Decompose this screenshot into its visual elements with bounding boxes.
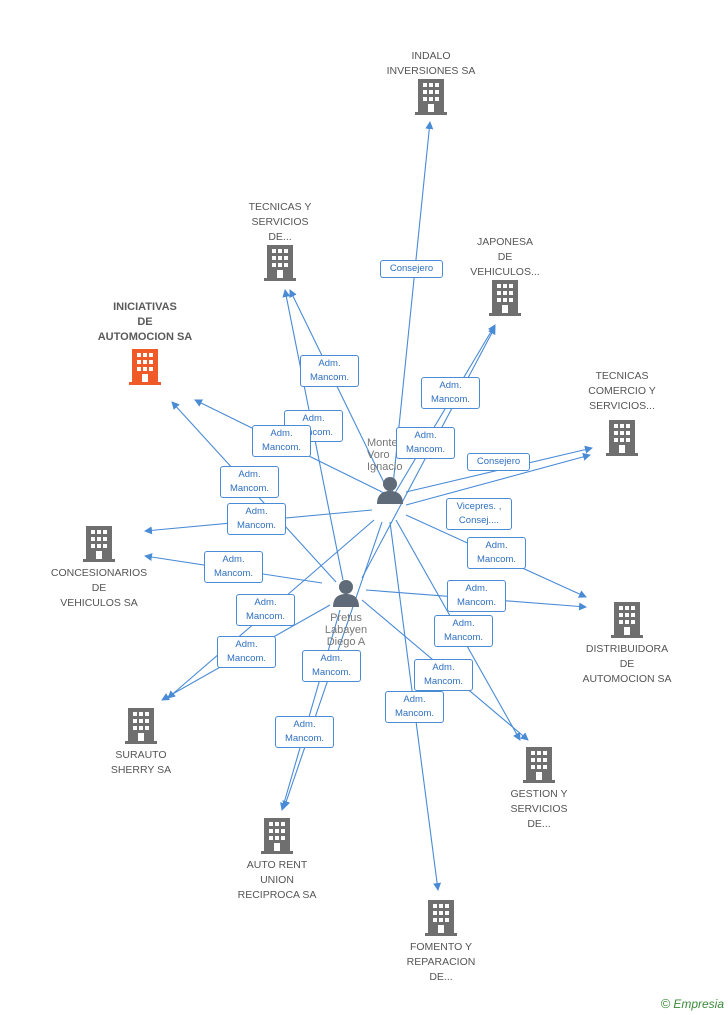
company-iniciativas-focus[interactable]: INICIATIVAS DE AUTOMOCION SA [80,300,210,385]
company-label: JAPONESA DE VEHICULOS... [470,236,540,278]
relation-label[interactable]: Adm. Mancom. [421,377,480,409]
building-icon [264,245,296,281]
building-icon [606,420,638,456]
company-label: CONCESIONARIOS DE VEHICULOS SA [50,567,148,609]
company-label: AUTO RENT UNION RECIPROCA SA [237,859,317,901]
relation-label[interactable]: Adm. Mancom. [302,650,361,682]
relation-label[interactable]: Adm. Mancom. [414,659,473,691]
company-gestion[interactable]: GESTION Y SERVICIOS DE... [474,747,604,832]
company-label: GESTION Y SERVICIOS DE... [510,788,568,830]
person-montero[interactable]: Monte Voro Ignacio [328,437,448,505]
company-label: TECNICAS COMERCIO Y SERVICIOS... [588,370,656,412]
relation-label[interactable]: Consejero [467,453,530,471]
building-icon [415,79,447,115]
company-auto-rent[interactable]: AUTO RENT UNION RECIPROCA SA [212,818,342,903]
relation-label[interactable]: Adm. Mancom. [217,636,276,668]
company-label: FOMENTO Y REPARACION DE... [406,941,476,983]
relation-label[interactable]: Adm. Mancom. [447,580,506,612]
relation-label[interactable]: Adm. Mancom. [252,425,311,457]
company-label: TECNICAS Y SERVICIOS DE... [248,201,312,243]
relation-label[interactable]: Adm. Mancom. [227,503,286,535]
company-label: DISTRIBUIDORA DE AUTOMOCION SA [582,643,672,685]
building-icon [489,280,521,316]
relation-label[interactable]: Vicepres. , Consej.... [446,498,512,530]
relation-label[interactable]: Adm. Mancom. [220,466,279,498]
company-label: INICIATIVAS DE AUTOMOCION SA [97,301,193,343]
edge [289,289,391,496]
person-label: Monte Voro Ignacio [367,437,403,473]
building-icon [125,708,157,744]
company-tecnicas-comercio[interactable]: TECNICAS COMERCIO Y SERVICIOS... [557,369,687,456]
building-icon [611,602,643,638]
building-icon [261,818,293,854]
building-icon [425,900,457,936]
relation-label[interactable]: Adm. Mancom. [300,355,359,387]
brand-name: Empresia [673,997,724,1011]
relation-label[interactable]: Consejero [380,260,443,278]
relation-label[interactable]: Adm. Mancom. [467,537,526,569]
relation-label[interactable]: Adm. Mancom. [204,551,263,583]
company-label: INDALO INVERSIONES SA [386,50,476,77]
person-icon [377,477,403,504]
company-concesionarios[interactable]: CONCESIONARIOS DE VEHICULOS SA [34,526,164,611]
edge [405,452,591,506]
company-fomento[interactable]: FOMENTO Y REPARACION DE... [376,900,506,985]
brand-watermark: ©Empresia [661,996,724,1011]
relation-label[interactable]: Adm. Mancom. [396,427,455,459]
edge [391,324,496,499]
copyright-icon: © [660,996,671,1011]
relation-label[interactable]: Adm. Mancom. [275,716,334,748]
building-icon [523,747,555,783]
company-label: SURAUTO SHERRY SA [110,749,172,776]
person-pretus[interactable]: Pretus Labayen Diego A [286,578,406,648]
company-indalo[interactable]: INDALO INVERSIONES SA [366,49,496,115]
relation-label[interactable]: Adm. Mancom. [385,691,444,723]
person-label: Pretus Labayen Diego A [324,612,368,648]
company-surauto[interactable]: SURAUTO SHERRY SA [76,708,206,778]
relation-label[interactable]: Adm. Mancom. [434,615,493,647]
person-icon [333,580,359,607]
building-icon [129,349,161,385]
edge [280,609,341,811]
company-japonesa[interactable]: JAPONESA DE VEHICULOS... [440,235,570,316]
building-icon [83,526,115,562]
relation-label[interactable]: Adm. Mancom. [236,594,295,626]
company-distribuidora[interactable]: DISTRIBUIDORA DE AUTOMOCION SA [562,602,692,687]
company-tecnicas-servicios[interactable]: TECNICAS Y SERVICIOS DE... [215,200,345,281]
